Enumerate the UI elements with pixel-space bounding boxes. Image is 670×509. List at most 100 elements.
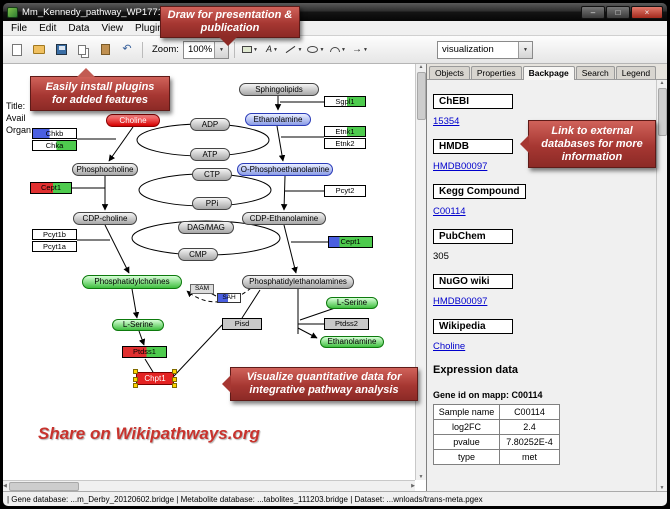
menu-item-plugins[interactable]: Plugins — [134, 22, 168, 34]
table-cell: type — [433, 449, 500, 465]
db-link[interactable]: HMDB00097 — [433, 296, 488, 307]
pathway-node-cept1-left[interactable]: Cept1 — [30, 182, 72, 194]
pathway-node-cmp[interactable]: CMP — [178, 248, 218, 261]
pathway-node-choline[interactable]: Choline — [106, 114, 160, 127]
titlebar[interactable]: Mm_Kennedy_pathway_WP1771_45176.gpml – □… — [3, 3, 667, 21]
visualization-dropdown[interactable]: visualization▼ — [437, 40, 533, 59]
arc-tool-button[interactable]: ▼ — [328, 40, 348, 60]
zoom-label: Zoom: — [152, 44, 179, 55]
tab-objects[interactable]: Objects — [429, 66, 470, 79]
pathway-node-sgpl1[interactable]: Sgpl1 — [324, 96, 366, 107]
selection-handle[interactable] — [133, 369, 138, 374]
tab-legend[interactable]: Legend — [615, 66, 657, 79]
paste-icon — [100, 44, 110, 55]
open-button[interactable] — [29, 40, 49, 60]
selection-handle[interactable] — [172, 383, 177, 388]
panel-scrollbar[interactable]: ▲ ▼ — [656, 80, 667, 491]
pathway-node-phosphatidylcholines[interactable]: Phosphatidylcholines — [82, 275, 182, 289]
db-link[interactable]: Choline — [433, 341, 466, 352]
pathway-node-l-serine-right[interactable]: L-Serine — [326, 297, 378, 309]
copy-icon — [77, 44, 86, 55]
paste-button[interactable] — [95, 40, 115, 60]
minimize-button[interactable]: – — [581, 5, 605, 19]
tab-properties[interactable]: Properties — [470, 66, 522, 79]
save-button[interactable] — [51, 40, 71, 60]
pathway-node-cdp-choline[interactable]: CDP-choline — [73, 212, 137, 225]
maximize-button[interactable]: □ — [606, 5, 630, 19]
menu-item-edit[interactable]: Edit — [39, 22, 57, 34]
line-tool-button[interactable]: ▼ — [284, 40, 304, 60]
pathway-node-chka[interactable]: Chka — [32, 140, 77, 151]
tab-search[interactable]: Search — [575, 66, 615, 79]
pathway-node-dag-mag[interactable]: DAG/MAG — [178, 221, 234, 234]
scroll-up-icon[interactable]: ▲ — [418, 64, 424, 70]
tab-backpage[interactable]: Backpage — [522, 66, 575, 80]
pathway-node-ppi[interactable]: PPi — [192, 197, 232, 210]
canvas-hscrollbar[interactable]: ◀ ▶ — [3, 480, 415, 491]
selection-handle[interactable] — [172, 377, 177, 382]
arrow-icon: → — [351, 43, 362, 55]
pathway-node-pcyt1b[interactable]: Pcyt1b — [32, 229, 77, 240]
pathway-node-ethanolamine[interactable]: Ethanolamine — [245, 113, 311, 126]
pathway-node-phosphatidylethanolamines[interactable]: Phosphatidylethanolamines — [242, 275, 354, 289]
panel-scroll-thumb[interactable] — [657, 88, 667, 136]
vscroll-thumb[interactable] — [416, 72, 426, 120]
pathway-node-cept1-right[interactable]: Cept1 — [328, 236, 373, 248]
label-tool-button[interactable]: A▼ — [262, 40, 282, 60]
pathway-node-etnk1[interactable]: Etnk1 — [324, 126, 366, 137]
selection-handle[interactable] — [133, 377, 138, 382]
new-file-button[interactable] — [7, 40, 27, 60]
hscroll-thumb[interactable] — [8, 481, 79, 491]
pathway-node-sphingolipids[interactable]: Sphingolipids — [239, 83, 319, 96]
pathway-node-ptdss1[interactable]: Ptdss1 — [122, 346, 167, 358]
chevron-down-icon: ▼ — [252, 46, 258, 53]
pathway-edge — [297, 327, 318, 339]
pathway-node-adp[interactable]: ADP — [190, 118, 230, 131]
pathway-node-phosphocholine[interactable]: Phosphocholine — [72, 163, 138, 176]
arrow-tool-button[interactable]: →▼ — [350, 40, 370, 60]
pathway-node-l-serine-left[interactable]: L-Serine — [112, 319, 164, 331]
pathway-node-ptdss2[interactable]: Ptdss2 — [324, 318, 369, 330]
canvas-vscrollbar[interactable]: ▲ ▼ — [415, 64, 426, 480]
db-header: Kegg Compound — [433, 184, 526, 199]
pathway-node-pcyt1a[interactable]: Pcyt1a — [32, 241, 77, 252]
menu-item-data[interactable]: Data — [68, 22, 90, 34]
db-link[interactable]: 15354 — [433, 116, 460, 127]
selection-handle[interactable] — [172, 369, 177, 374]
pathway-node-ctp[interactable]: CTP — [192, 168, 232, 181]
pathway-node-cdp-ethanolamine[interactable]: CDP-Ethanolamine — [242, 212, 326, 225]
pathway-node-ethanolamine-2[interactable]: Ethanolamine — [320, 336, 384, 348]
pathway-node-o-phosphoethanolamine[interactable]: O-Phosphoethanolamine — [237, 163, 333, 176]
menu-item-file[interactable]: File — [11, 22, 28, 34]
pathway-node-chpt1[interactable]: Chpt1 — [133, 369, 177, 388]
pathway-node-chkb[interactable]: Chkb — [32, 128, 77, 139]
db-link[interactable]: HMDB00097 — [433, 161, 488, 172]
datanode-tool-button[interactable]: ▼ — [240, 40, 260, 60]
oval-icon — [307, 46, 319, 53]
db-link[interactable]: C00114 — [433, 206, 466, 217]
pathway-node-pisd[interactable]: Pisd — [222, 318, 262, 330]
scroll-right-icon[interactable]: ▶ — [411, 483, 415, 489]
copy-button[interactable] — [73, 40, 93, 60]
pathway-node-sam[interactable]: SAM — [190, 284, 214, 294]
pathway-node-atp[interactable]: ATP — [190, 148, 230, 161]
selection-handle[interactable] — [133, 383, 138, 388]
scroll-down-icon[interactable]: ▼ — [418, 474, 424, 480]
pathway-edge — [276, 125, 286, 162]
menu-item-view[interactable]: View — [101, 22, 123, 34]
pathway-node-etnk2[interactable]: Etnk2 — [324, 138, 366, 149]
scroll-up-icon[interactable]: ▲ — [659, 80, 665, 86]
shape-tool-button[interactable]: ▼ — [306, 40, 326, 60]
undo-button[interactable]: ↶ — [117, 40, 137, 60]
pathway-node-pcyt2[interactable]: Pcyt2 — [324, 185, 366, 197]
close-button[interactable]: × — [631, 5, 663, 19]
scroll-left-icon[interactable]: ◀ — [3, 483, 7, 489]
scroll-down-icon[interactable]: ▼ — [659, 485, 665, 491]
pathway-node-sah[interactable]: SAH — [217, 293, 241, 303]
